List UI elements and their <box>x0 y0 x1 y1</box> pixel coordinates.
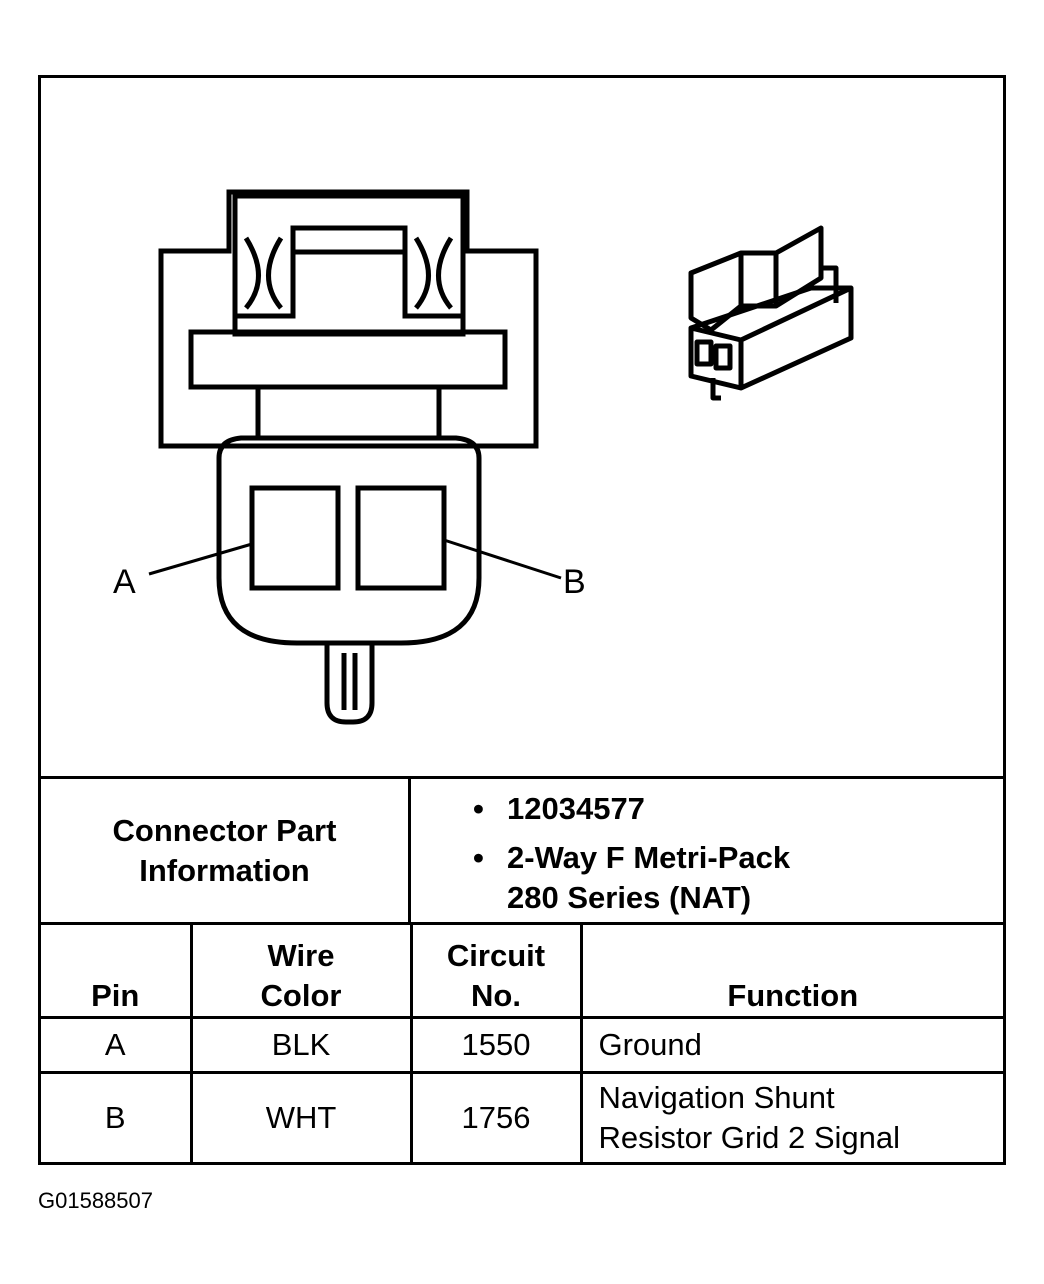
connector-description-line2: 280 Series (NAT) <box>507 880 752 915</box>
info-label-line1: Connector Part <box>112 812 337 848</box>
info-label-line2: Information <box>139 852 310 888</box>
pin-a-label: A <box>113 563 136 601</box>
leader-line-a <box>148 542 253 576</box>
function-line1: Navigation Shunt <box>598 1080 835 1116</box>
cell-function: Navigation Shunt Resistor Grid 2 Signal <box>579 1071 1003 1163</box>
pin-cavity-b <box>355 485 447 591</box>
latch-inner <box>290 225 408 255</box>
cell-pin: B <box>41 1071 193 1163</box>
bullet-icon: • <box>473 791 484 826</box>
key-tab <box>324 643 375 725</box>
cell-circuit: 1756 <box>409 1071 583 1163</box>
leader-line-b <box>443 538 562 580</box>
connector-part-info-values: • 12034577 • 2-Way F Metri-Pack 280 Seri… <box>411 779 1003 922</box>
header-circuit-no: Circuit No. <box>409 922 583 1019</box>
pin-cavity-a <box>249 485 341 591</box>
retainer-bar <box>188 329 508 390</box>
iso-cavity-2 <box>713 343 733 371</box>
connector-housing-outline <box>158 189 539 449</box>
iso-cavity-1 <box>694 339 714 367</box>
header-pin: Pin <box>41 922 193 1019</box>
connector-part-info-label: Connector Part Information <box>41 779 411 922</box>
cell-wire-color: WHT <box>189 1071 413 1163</box>
cell-circuit: 1550 <box>409 1016 583 1074</box>
bullet-icon: • <box>473 840 484 875</box>
function-line2: Resistor Grid 2 Signal <box>598 1120 901 1156</box>
connector-isometric-view <box>688 225 854 401</box>
cavity-body <box>216 435 482 646</box>
connector-description-line1: 2-Way F Metri-Pack <box>507 840 791 875</box>
cell-wire-color: BLK <box>189 1016 413 1074</box>
pin-table-header: Pin Wire Color Circuit No. Function <box>41 922 1003 1019</box>
table-row: B WHT 1756 Navigation Shunt Resistor Gri… <box>41 1071 1003 1163</box>
header-wire-color: Wire Color <box>189 922 413 1019</box>
connector-info-frame: A B Connector Part Information • 1203457… <box>38 75 1006 1165</box>
connector-part-info-row: Connector Part Information • 12034577 • … <box>41 776 1003 922</box>
cell-pin: A <box>41 1016 193 1074</box>
part-number: 12034577 <box>507 791 645 826</box>
pin-b-label: B <box>563 563 586 601</box>
pin-table: Pin Wire Color Circuit No. Function A BL… <box>41 922 1003 1163</box>
connector-face-diagram: A B <box>113 189 854 725</box>
table-row: A BLK 1550 Ground <box>41 1016 1003 1074</box>
cell-function: Ground <box>579 1016 1003 1074</box>
header-function: Function <box>579 922 1003 1019</box>
figure-id: G01588507 <box>38 1188 153 1213</box>
